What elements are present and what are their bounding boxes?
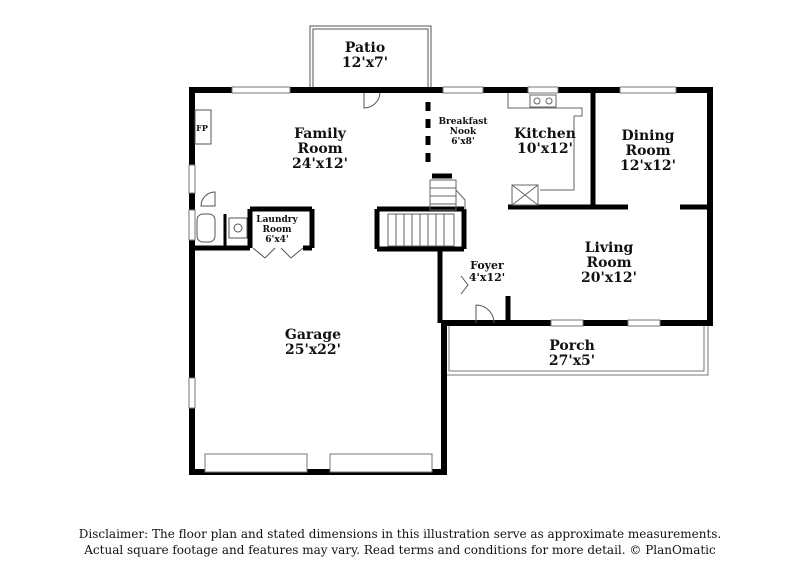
svg-text:Room: Room: [586, 255, 631, 271]
svg-text:Nook: Nook: [450, 127, 477, 137]
half-bath-fixtures: [196, 191, 248, 246]
room-porch: Porch 27'x5': [549, 338, 595, 369]
fireplace: [194, 109, 212, 145]
room-foyer: Foyer 4'x12': [469, 259, 505, 284]
svg-text:Kitchen: Kitchen: [514, 126, 576, 142]
disclaimer-line-2: Actual square footage and features may v…: [84, 543, 716, 557]
svg-text:12'x12': 12'x12': [620, 158, 676, 174]
svg-text:12'x7': 12'x7': [342, 55, 388, 71]
room-laundry: Laundry Room 6'x4': [256, 215, 298, 245]
room-dining: Dining Room 12'x12': [620, 128, 676, 174]
windows: [188, 86, 677, 473]
room-garage: Garage 25'x22': [285, 327, 341, 358]
svg-text:Patio: Patio: [345, 40, 385, 56]
interior-walls: [195, 93, 707, 323]
stairs: [387, 179, 466, 247]
svg-text:Garage: Garage: [285, 327, 341, 343]
svg-text:Family: Family: [294, 126, 347, 142]
svg-text:6'x4': 6'x4': [265, 235, 288, 245]
svg-text:10'x12': 10'x12': [517, 141, 573, 157]
svg-text:Room: Room: [262, 225, 291, 235]
svg-text:Foyer: Foyer: [470, 259, 504, 272]
svg-text:4'x12': 4'x12': [469, 271, 505, 284]
fireplace-label: FP: [196, 123, 208, 133]
svg-text:20'x12': 20'x12': [581, 270, 637, 286]
room-living: Living Room 20'x12': [581, 240, 637, 286]
svg-text:Dining: Dining: [622, 128, 675, 144]
kitchen-counters: [507, 93, 583, 206]
svg-text:25'x22': 25'x22': [285, 342, 341, 358]
svg-text:Room: Room: [625, 143, 670, 159]
svg-text:Room: Room: [297, 141, 342, 157]
room-kitchen: Kitchen 10'x12': [514, 126, 576, 157]
svg-text:27'x5': 27'x5': [549, 353, 595, 369]
room-breakfast-nook: Breakfast Nook 6'x8': [438, 117, 488, 147]
svg-text:24'x12': 24'x12': [292, 156, 348, 172]
svg-text:6'x8': 6'x8': [451, 137, 474, 147]
room-patio: Patio 12'x7': [342, 40, 388, 71]
svg-text:Laundry: Laundry: [256, 215, 298, 225]
room-family: Family Room 24'x12': [292, 126, 348, 172]
svg-text:Living: Living: [585, 240, 634, 256]
svg-text:Porch: Porch: [549, 338, 595, 354]
floor-plan: Patio 12'x7' Family Room 24'x12' Breakfa…: [188, 25, 713, 475]
disclaimer-line-1: Disclaimer: The floor plan and stated di…: [78, 527, 722, 541]
doors: [252, 92, 495, 324]
svg-text:Breakfast: Breakfast: [438, 117, 488, 127]
